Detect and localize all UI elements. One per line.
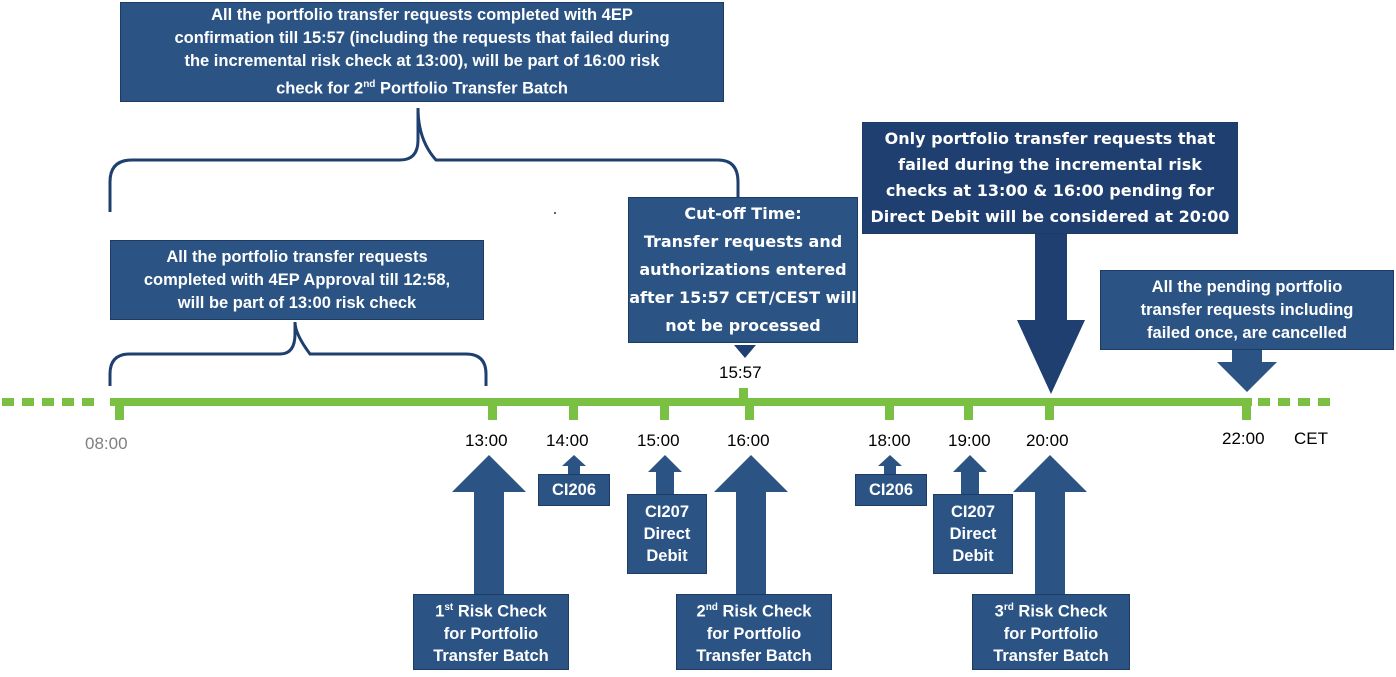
tick-1500 <box>660 404 669 420</box>
ci206-label-1: CI206 <box>551 480 597 499</box>
cutoff-note-line1: Cut-off Time: <box>684 204 802 223</box>
mid-note-box: All the portfolio transfer requests comp… <box>110 240 484 320</box>
tick-1600 <box>745 404 754 420</box>
failed-note-line1: Only portfolio transfer requests that <box>884 129 1216 148</box>
risk-check-2-line3: Transfer Batch <box>696 646 812 665</box>
tick-1557 <box>739 388 748 400</box>
failed-note-line4: Direct Debit will be considered at 20:00 <box>870 207 1230 226</box>
ci206-2-arrow <box>878 455 902 474</box>
top-note-box: All the portfolio transfer requests comp… <box>120 2 724 102</box>
cancel-note-line1: All the pending portfolio <box>1151 277 1343 296</box>
cutoff-note-line5: not be processed <box>665 316 821 335</box>
failed-note-box: Only portfolio transfer requests that fa… <box>862 122 1238 234</box>
failed-note-line3: checks at 13:00 & 16:00 pending for <box>885 181 1215 200</box>
top-note-line3: the incremental risk check at 13:00), wi… <box>184 51 660 70</box>
timeline-dotted-start <box>2 398 94 406</box>
timeline-dotted-end <box>1258 398 1330 406</box>
risk-check-1-num: 1 <box>435 602 445 621</box>
mid-bracket <box>108 321 488 386</box>
ci206-box-1: CI206 <box>538 474 610 506</box>
top-note-line4-sup: nd <box>363 78 376 90</box>
risk-check-1-box: 1st Risk Check for Portfolio Transfer Ba… <box>413 594 569 670</box>
risk-check-2-post: Risk Check <box>717 602 812 621</box>
time-1600: 16:00 <box>727 431 770 450</box>
risk-check-3-num: 3 <box>994 602 1004 621</box>
tick-1300 <box>488 404 497 420</box>
ci206-1-arrow <box>562 455 586 474</box>
cutoff-arrow <box>734 345 756 358</box>
risk-check-3-post: Risk Check <box>1013 602 1108 621</box>
tick-1900 <box>964 404 973 420</box>
timeline-bar <box>110 398 1252 406</box>
time-1900: 19:00 <box>948 431 991 450</box>
ci207-box-2: CI207 Direct Debit <box>933 494 1013 574</box>
risk-check-2-line2: for Portfolio <box>706 624 802 643</box>
risk-check-2-arrow <box>714 455 788 594</box>
ci207-1-line3: Debit <box>646 547 688 565</box>
risk-check-2-num: 2 <box>696 602 706 621</box>
ci206-box-2: CI206 <box>855 474 927 506</box>
risk-check-3-line2: for Portfolio <box>1003 624 1099 643</box>
risk-check-2-line1: 2nd Risk Check <box>697 597 812 623</box>
risk-check-3-box: 3rd Risk Check for Portfolio Transfer Ba… <box>972 594 1130 670</box>
top-note-line4-post: Portfolio Transfer Batch <box>375 79 568 98</box>
timeline-ticks <box>115 388 1251 420</box>
risk-check-3-arrow <box>1013 455 1087 594</box>
mid-note-line1: All the portfolio transfer requests <box>166 247 428 266</box>
risk-check-1-post: Risk Check <box>453 602 547 621</box>
ci207-1-line1: CI207 <box>644 503 690 521</box>
top-note-line2: confirmation till 15:57 (including the r… <box>174 28 670 47</box>
failed-down-arrow <box>1017 234 1085 394</box>
cutoff-note-line4: after 15:57 CET/CEST will <box>629 288 857 307</box>
time-1500: 15:00 <box>637 431 680 450</box>
cutoff-note-line2: Transfer requests and <box>643 232 843 251</box>
time-1800: 18:00 <box>868 431 911 450</box>
mid-note-line2: completed with 4EP Approval till 12:58, <box>143 270 451 289</box>
tick-1400 <box>569 404 578 420</box>
risk-check-3-line1: 3rd Risk Check <box>995 597 1108 623</box>
risk-check-2-sup: nd <box>705 602 718 614</box>
time-0800: 08:00 <box>85 434 128 453</box>
ci207-1-line2: Direct <box>643 525 691 543</box>
cancel-note-line2: transfer requests including <box>1140 300 1354 319</box>
cancel-note-line3: failed once, are cancelled <box>1147 323 1347 342</box>
ci207-2-arrow <box>953 455 987 494</box>
ci207-box-1: CI207 Direct Debit <box>627 494 707 574</box>
risk-check-1-arrow <box>452 455 526 594</box>
ci206-label-2: CI206 <box>868 480 914 499</box>
tick-2000 <box>1045 404 1054 420</box>
ci207-2-line2: Direct <box>949 525 997 543</box>
cutoff-note-box: Cut-off Time: Transfer requests and auth… <box>628 197 858 343</box>
risk-check-1-line1: 1st Risk Check <box>435 597 547 623</box>
ci207-2-line1: CI207 <box>950 503 996 521</box>
risk-check-3-line3: Transfer Batch <box>993 646 1109 665</box>
cancel-note-box: All the pending portfolio transfer reque… <box>1100 270 1394 350</box>
time-2000: 20:00 <box>1026 431 1069 450</box>
cutoff-time-label: 15:57 <box>719 363 762 382</box>
tick-1800 <box>885 404 894 420</box>
mid-note-line3: will be part of 13:00 risk check <box>177 293 417 312</box>
cancel-down-arrow <box>1217 350 1277 392</box>
top-note-line4: check for 2nd Portfolio Transfer Batch <box>276 73 568 101</box>
top-bracket <box>108 107 740 212</box>
risk-check-1-line2: for Portfolio <box>443 624 539 643</box>
top-note-line4-pre: check for 2 <box>276 79 364 98</box>
tick-0800 <box>115 404 124 420</box>
ci207-1-arrow <box>648 455 682 494</box>
time-2200: 22:00 <box>1222 429 1265 448</box>
risk-check-3-sup: rd <box>1003 602 1014 614</box>
risk-check-1-line3: Transfer Batch <box>433 646 549 665</box>
ci207-2-line3: Debit <box>952 547 994 565</box>
top-note-line1: All the portfolio transfer requests comp… <box>211 5 633 24</box>
cutoff-note-line3: authorizations entered <box>639 260 847 279</box>
tick-2200 <box>1242 404 1251 420</box>
risk-check-1-sup: st <box>444 602 454 614</box>
failed-note-line2: failed during the incremental risk <box>898 155 1202 174</box>
time-1300: 13:00 <box>465 431 508 450</box>
timezone-label: CET <box>1294 429 1328 448</box>
risk-check-2-box: 2nd Risk Check for Portfolio Transfer Ba… <box>676 594 832 670</box>
time-1400: 14:00 <box>546 431 589 450</box>
stray-dot <box>554 212 556 214</box>
